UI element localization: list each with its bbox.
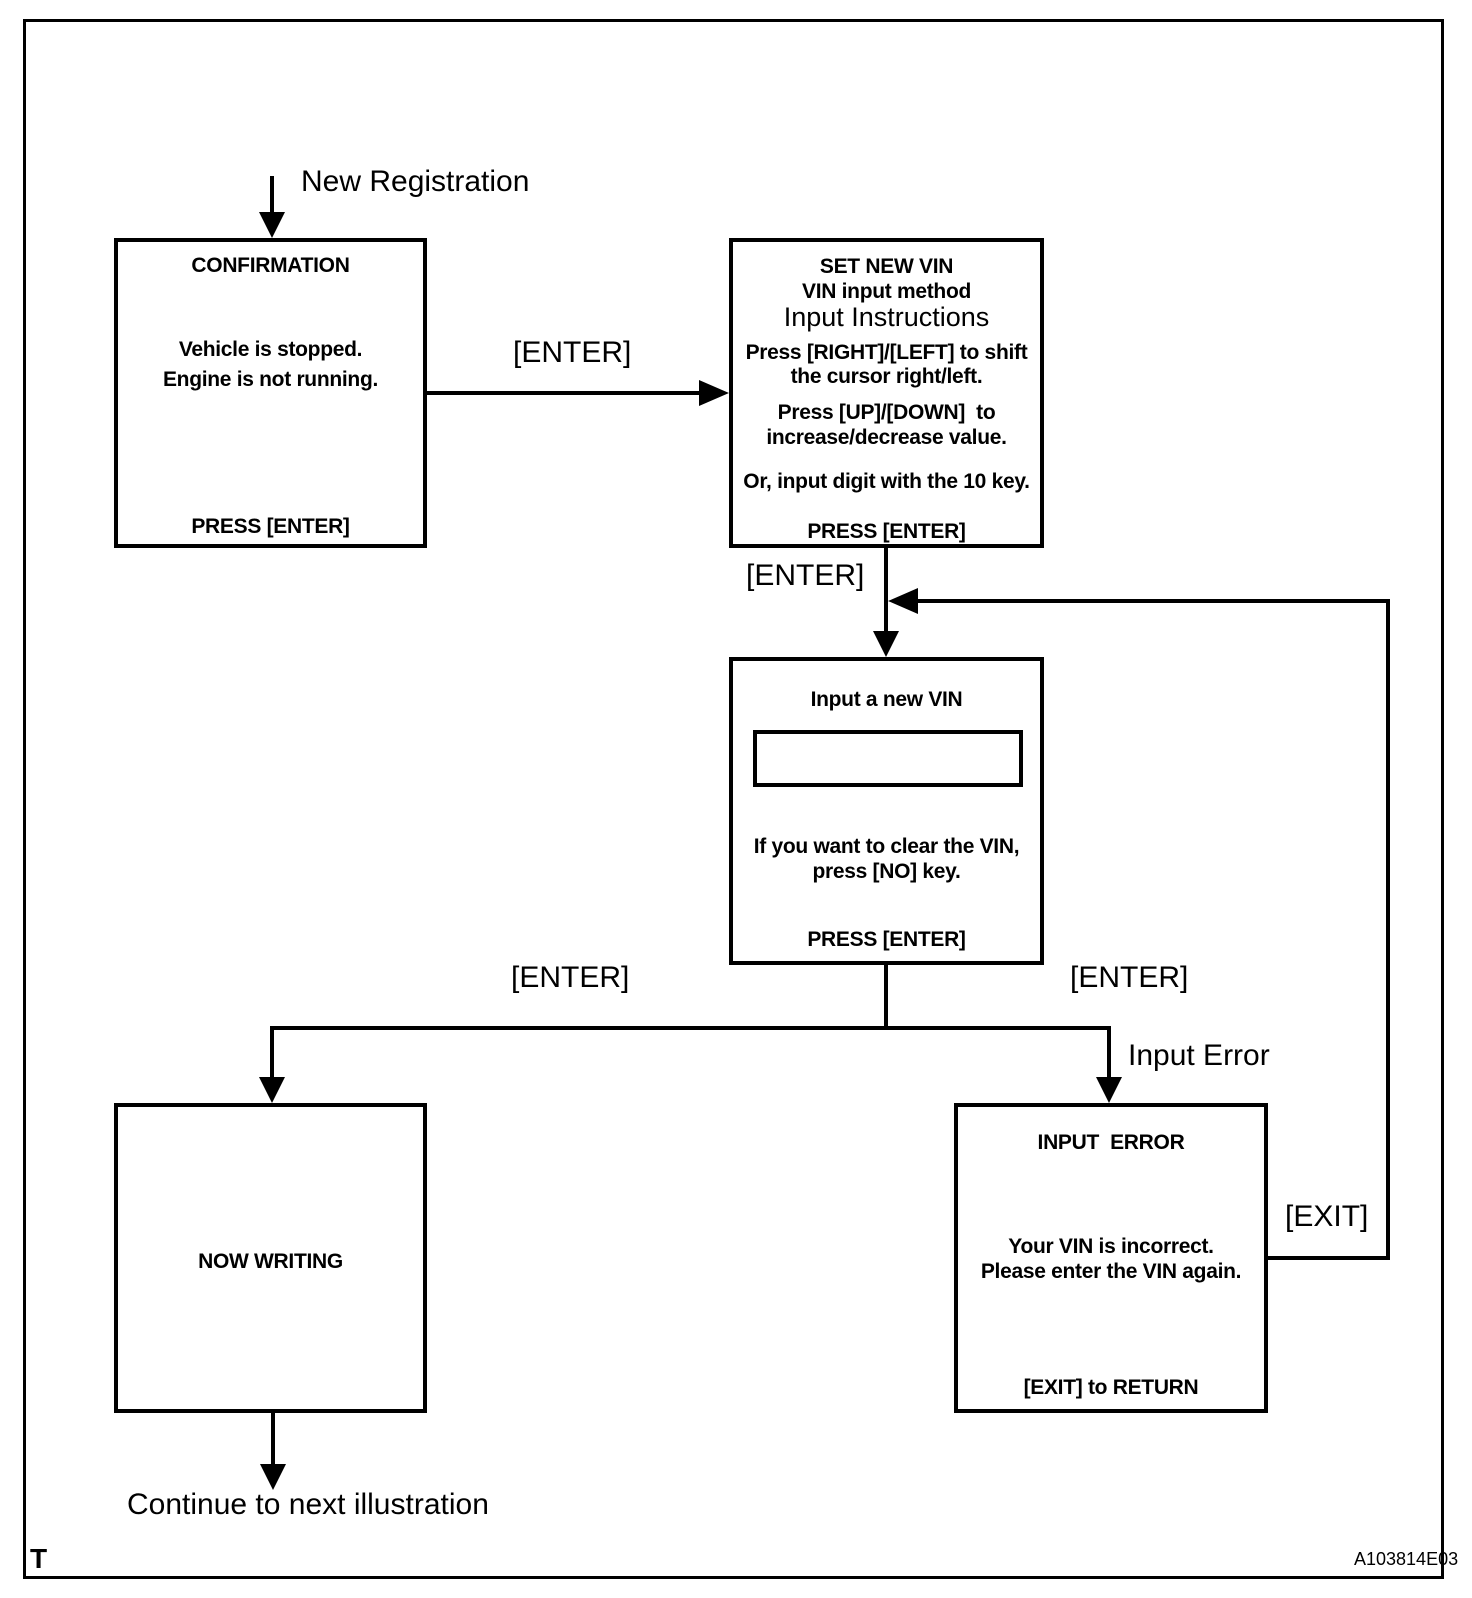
feedback-line-right xyxy=(1386,599,1390,1260)
node-confirmation-footer: PRESS [ENTER] xyxy=(191,515,350,538)
node-input-vin: Input a new VIN If you want to clear the… xyxy=(729,657,1044,965)
node-set-new-vin: SET NEW VIN VIN input method Input Instr… xyxy=(729,238,1044,548)
continue-arrow-line xyxy=(271,1413,275,1466)
node-input-error-title: INPUT ERROR xyxy=(1037,1131,1185,1154)
diagram-border xyxy=(23,19,1444,1579)
node-confirmation-body-2: Engine is not running. xyxy=(162,368,379,391)
node-set-new-vin-subtitle: Input Instructions xyxy=(783,302,990,332)
corner-mark: T xyxy=(30,1543,48,1574)
branch-left-arrowhead-icon xyxy=(259,1077,285,1103)
edge-line-set-to-input xyxy=(884,548,888,632)
node-set-new-vin-instr3: Or, input digit with the 10 key. xyxy=(743,470,1030,493)
node-input-vin-body-2: press [NO] key. xyxy=(812,860,961,883)
node-confirmation-title: CONFIRMATION xyxy=(191,254,350,277)
node-set-new-vin-title-2: VIN input method xyxy=(801,280,971,303)
edge-arrowhead-right-icon xyxy=(699,380,729,406)
entry-arrowhead-icon xyxy=(259,212,285,238)
node-input-vin-footer: PRESS [ENTER] xyxy=(807,928,966,951)
node-now-writing-title: NOW WRITING xyxy=(198,1250,343,1273)
branch-right-line xyxy=(1107,1026,1111,1079)
continue-arrowhead-icon xyxy=(260,1464,286,1490)
node-input-vin-title: Input a new VIN xyxy=(810,688,963,711)
node-input-error: INPUT ERROR Your VIN is incorrect. Pleas… xyxy=(954,1103,1268,1413)
node-confirmation-body-1: Vehicle is stopped. xyxy=(178,338,363,361)
node-set-new-vin-instr2-1: Press [UP]/[DOWN] to xyxy=(777,401,996,424)
figure-id: A103814E03 xyxy=(1354,1549,1459,1569)
feedback-arrowhead-left-icon xyxy=(888,588,918,614)
edge-label-input-error: Input Error xyxy=(1128,1039,1270,1072)
branch-stem-line xyxy=(884,964,888,1030)
node-set-new-vin-title-1: SET NEW VIN xyxy=(819,255,954,278)
node-now-writing: NOW WRITING xyxy=(114,1103,427,1413)
edge-label-enter-3: [ENTER] xyxy=(511,961,630,994)
node-set-new-vin-instr1-1: Press [RIGHT]/[LEFT] to shift xyxy=(745,341,1028,364)
branch-right-arrowhead-icon xyxy=(1096,1077,1122,1103)
node-confirmation: CONFIRMATION Vehicle is stopped. Engine … xyxy=(114,238,427,548)
entry-arrow-line xyxy=(270,176,274,216)
continue-label: Continue to next illustration xyxy=(127,1488,489,1521)
edge-label-enter-1: [ENTER] xyxy=(513,336,632,369)
entry-label: New Registration xyxy=(301,165,530,198)
feedback-line-bottom xyxy=(1266,1256,1390,1260)
node-input-error-footer: [EXIT] to RETURN xyxy=(1023,1376,1199,1399)
edge-line-confirm-to-set xyxy=(427,391,701,395)
branch-left-line xyxy=(270,1026,274,1079)
node-input-error-body-2: Please enter the VIN again. xyxy=(980,1260,1242,1283)
edge-arrowhead-down-icon-1 xyxy=(873,631,899,657)
node-set-new-vin-footer: PRESS [ENTER] xyxy=(807,520,966,543)
branch-horizontal-line xyxy=(270,1026,1111,1030)
node-input-vin-body-1: If you want to clear the VIN, xyxy=(753,835,1020,858)
edge-label-enter-4: [ENTER] xyxy=(1070,961,1189,994)
edge-label-exit: [EXIT] xyxy=(1285,1200,1369,1233)
node-set-new-vin-instr2-2: increase/decrease value. xyxy=(766,426,1007,449)
feedback-line-top xyxy=(915,599,1390,603)
edge-label-enter-2: [ENTER] xyxy=(746,559,865,592)
node-set-new-vin-instr1-2: the cursor right/left. xyxy=(790,365,983,388)
vin-input-field xyxy=(753,730,1023,787)
node-input-error-body-1: Your VIN is incorrect. xyxy=(1008,1235,1214,1258)
